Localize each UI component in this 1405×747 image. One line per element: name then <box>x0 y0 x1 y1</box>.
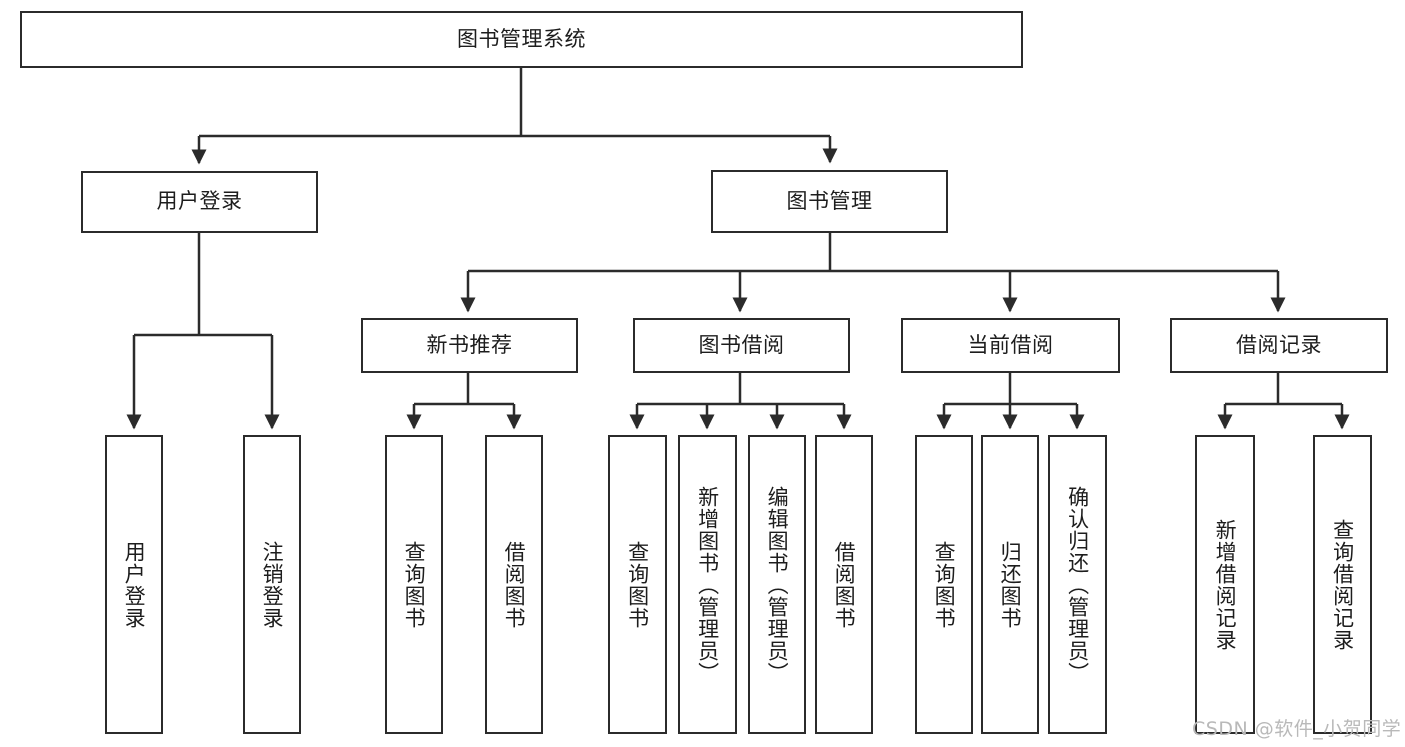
node-leaf-confirm-return-admin-label: 确认归还（管理员） <box>1065 485 1090 684</box>
node-leaf-borrow-book-rec[interactable]: 借阅图书 <box>485 435 543 734</box>
node-leaf-query-book-rec[interactable]: 查询图书 <box>385 435 443 734</box>
node-current-borrow[interactable]: 当前借阅 <box>901 318 1120 373</box>
node-borrow-record-label: 借阅记录 <box>1236 332 1322 357</box>
node-leaf-borrow-book[interactable]: 借阅图书 <box>815 435 873 734</box>
node-leaf-edit-book-admin-label: 编辑图书（管理员） <box>765 485 790 684</box>
node-leaf-query-book-cur-label: 查询图书 <box>932 540 957 629</box>
node-book-borrow[interactable]: 图书借阅 <box>633 318 850 373</box>
node-leaf-add-borrow-record-label: 新增借阅记录 <box>1213 518 1238 651</box>
node-book-manage[interactable]: 图书管理 <box>711 170 948 233</box>
node-leaf-return-book[interactable]: 归还图书 <box>981 435 1039 734</box>
node-leaf-edit-book-admin[interactable]: 编辑图书（管理员） <box>748 435 806 734</box>
node-leaf-query-book-rec-label: 查询图书 <box>402 540 427 629</box>
node-new-book-recommend-label: 新书推荐 <box>426 332 513 357</box>
node-root-label: 图书管理系统 <box>457 26 586 51</box>
node-leaf-return-book-label: 归还图书 <box>998 540 1023 629</box>
node-book-borrow-label: 图书借阅 <box>698 332 785 357</box>
edge-book-borrow-bus <box>637 373 844 406</box>
edge-current-borrow-bus <box>944 373 1077 406</box>
node-leaf-query-borrow-record-label: 查询借阅记录 <box>1330 518 1355 651</box>
node-leaf-add-book-admin-label: 新增图书（管理员） <box>695 485 720 684</box>
node-borrow-record[interactable]: 借阅记录 <box>1170 318 1388 373</box>
node-leaf-logout-label: 注销登录 <box>260 540 285 629</box>
node-leaf-query-borrow-record[interactable]: 查询借阅记录 <box>1313 435 1372 734</box>
node-new-book-recommend[interactable]: 新书推荐 <box>361 318 578 373</box>
edge-user-login-bus <box>134 233 272 337</box>
node-leaf-user-login-label: 用户登录 <box>122 540 147 629</box>
watermark: CSDN @软件_小贺同学 <box>1192 718 1402 740</box>
edge-borrow-record-bus <box>1225 373 1342 406</box>
node-leaf-borrow-book-rec-label: 借阅图书 <box>502 540 527 629</box>
node-leaf-logout[interactable]: 注销登录 <box>243 435 301 734</box>
node-leaf-query-book-borrow[interactable]: 查询图书 <box>608 435 667 734</box>
edge-new-book-bus <box>414 373 514 406</box>
edge-book-manage-bus <box>468 233 1278 273</box>
node-root[interactable]: 图书管理系统 <box>20 11 1023 68</box>
node-current-borrow-label: 当前借阅 <box>967 332 1054 357</box>
node-leaf-query-book-cur[interactable]: 查询图书 <box>915 435 973 734</box>
node-leaf-add-borrow-record[interactable]: 新增借阅记录 <box>1195 435 1255 734</box>
edge-root-bus <box>199 68 830 138</box>
node-leaf-user-login[interactable]: 用户登录 <box>105 435 163 734</box>
node-user-login-label: 用户登录 <box>156 189 243 214</box>
node-leaf-confirm-return-admin[interactable]: 确认归还（管理员） <box>1048 435 1107 734</box>
node-leaf-query-book-borrow-label: 查询图书 <box>625 540 650 629</box>
node-leaf-add-book-admin[interactable]: 新增图书（管理员） <box>678 435 737 734</box>
node-leaf-borrow-book-label: 借阅图书 <box>832 540 857 629</box>
node-user-login[interactable]: 用户登录 <box>81 171 318 233</box>
node-book-manage-label: 图书管理 <box>786 188 873 213</box>
